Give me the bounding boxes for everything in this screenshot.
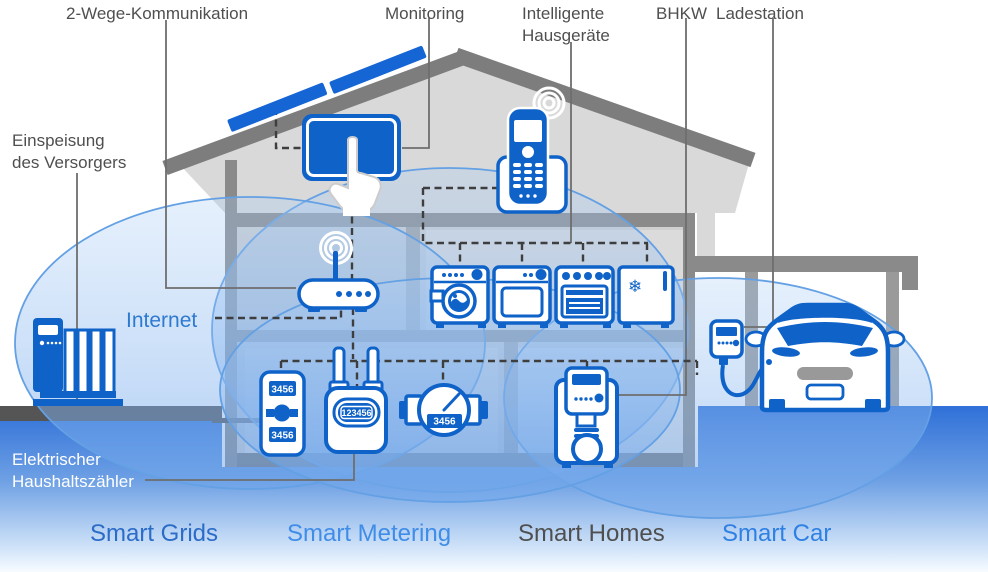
zone-label-smart-car: Smart Car (722, 520, 832, 547)
bhkw-leader (618, 18, 687, 396)
analog-meter-icon: 3456 (399, 383, 488, 437)
household-meter-leader (145, 450, 355, 481)
bhkw-unit-icon (554, 366, 619, 468)
electric-car-icon (744, 302, 906, 413)
washing-machine-icon (429, 265, 490, 328)
zone-label-smart-grids: Smart Grids (90, 520, 219, 547)
appliance-rail (421, 188, 648, 245)
household-meter-icon: 123456 (324, 346, 388, 454)
callout-two-way-communication: 2-Wege-Kommunikation (66, 4, 249, 23)
zone-label-smart-homes: Smart Homes (518, 520, 665, 547)
snowflake-icon: ❄ (628, 277, 642, 296)
zone-label-smart-metering: Smart Metering (287, 520, 452, 547)
monitoring-leader (402, 18, 430, 149)
callout-charging-station: Ladestation (716, 4, 804, 23)
callout-feed-in-line2: des Versorgers (12, 153, 127, 173)
callout-smart-appliances-line1: Intelligente (522, 4, 605, 23)
meter-rail-drops (279, 361, 699, 386)
dishwasher-icon (492, 265, 552, 328)
callout-feed-in-line1: Einspeisung (12, 131, 105, 150)
router-icon (297, 231, 380, 312)
two-way-leader (165, 20, 296, 289)
power-station-icon (33, 318, 123, 406)
callout-smart-appliances: Intelligente Hausgeräte (522, 3, 610, 47)
callout-bhkw: BHKW (656, 4, 707, 23)
fridge-icon: ❄ (617, 265, 675, 328)
touch-hand-icon (328, 136, 382, 216)
communication-dashed-lines (215, 108, 699, 386)
smart-meter-display-top: 3456 (271, 385, 294, 396)
phone-icon (496, 86, 568, 214)
callout-monitoring: Monitoring (385, 4, 465, 23)
smart-meter-display-bottom: 3456 (271, 431, 294, 442)
oven-icon (554, 265, 615, 328)
callout-household-meter-line2: Haushaltszähler (12, 472, 134, 492)
tablet-icon (302, 114, 401, 216)
car-grille (797, 367, 853, 380)
analog-meter-display: 3456 (433, 417, 456, 428)
solar-panel-icon (227, 45, 427, 132)
callout-feed-in: Einspeisung des Versorgers (12, 130, 126, 174)
smart-meter-icon: 3456 3456 (259, 370, 306, 457)
wireless-signal-icon (532, 86, 566, 120)
callout-household-meter: Elektrischer Haushaltszähler (12, 449, 134, 493)
solar-to-tablet-link (274, 108, 301, 150)
household-meter-display: 123456 (341, 408, 371, 418)
callout-household-meter-line1: Elektrischer (12, 450, 101, 469)
callout-smart-appliances-line2: Hausgeräte (522, 26, 610, 46)
license-plate (805, 383, 845, 401)
callout-internet: Internet (126, 309, 198, 332)
callout-leader-lines (76, 18, 774, 481)
